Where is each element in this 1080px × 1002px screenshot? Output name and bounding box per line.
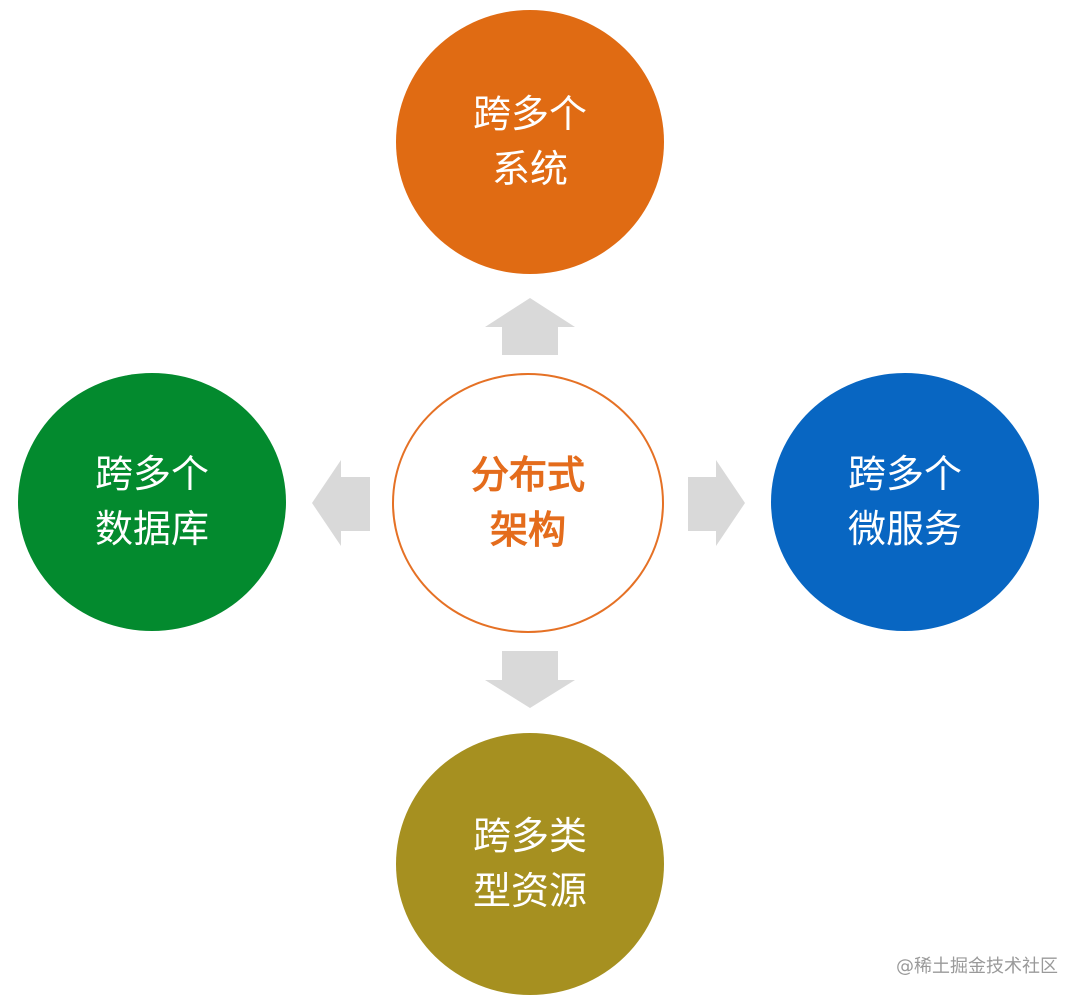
arrow-up-icon: [485, 298, 575, 355]
node-multi-system: 跨多个 系统: [396, 10, 664, 274]
node-multi-resource-type-label: 跨多类 型资源: [473, 809, 587, 919]
node-multi-resource-type-line-1: 跨多类: [472, 813, 587, 858]
node-distributed-architecture-line-1: 分布式: [470, 452, 585, 497]
node-multi-resource-type: 跨多类 型资源: [396, 733, 664, 995]
node-multi-microservice: 跨多个 微服务: [771, 373, 1039, 631]
node-multi-system-label: 跨多个 系统: [473, 87, 587, 197]
node-multi-resource-type-line-2: 型资源: [472, 869, 587, 913]
node-distributed-architecture-line-2: 架构: [489, 508, 566, 552]
node-multi-database-line-1: 跨多个: [94, 451, 209, 496]
node-multi-database-label: 跨多个 数据库: [95, 447, 209, 557]
node-multi-database-line-2: 数据库: [94, 507, 209, 551]
node-multi-microservice-line-1: 跨多个: [847, 451, 962, 496]
arrow-down-icon: [485, 651, 575, 708]
node-multi-system-line-1: 跨多个: [472, 91, 587, 136]
node-multi-microservice-label: 跨多个 微服务: [848, 447, 962, 557]
watermark: @稀土掘金技术社区: [896, 956, 1058, 977]
node-multi-microservice-line-2: 微服务: [847, 507, 962, 551]
node-distributed-architecture-label: 分布式 架构: [471, 448, 585, 558]
node-multi-database: 跨多个 数据库: [18, 373, 286, 631]
node-multi-system-line-2: 系统: [491, 147, 568, 191]
arrow-left-icon: [312, 460, 370, 546]
arrow-right-icon: [688, 460, 745, 546]
node-distributed-architecture: 分布式 架构: [392, 373, 664, 633]
